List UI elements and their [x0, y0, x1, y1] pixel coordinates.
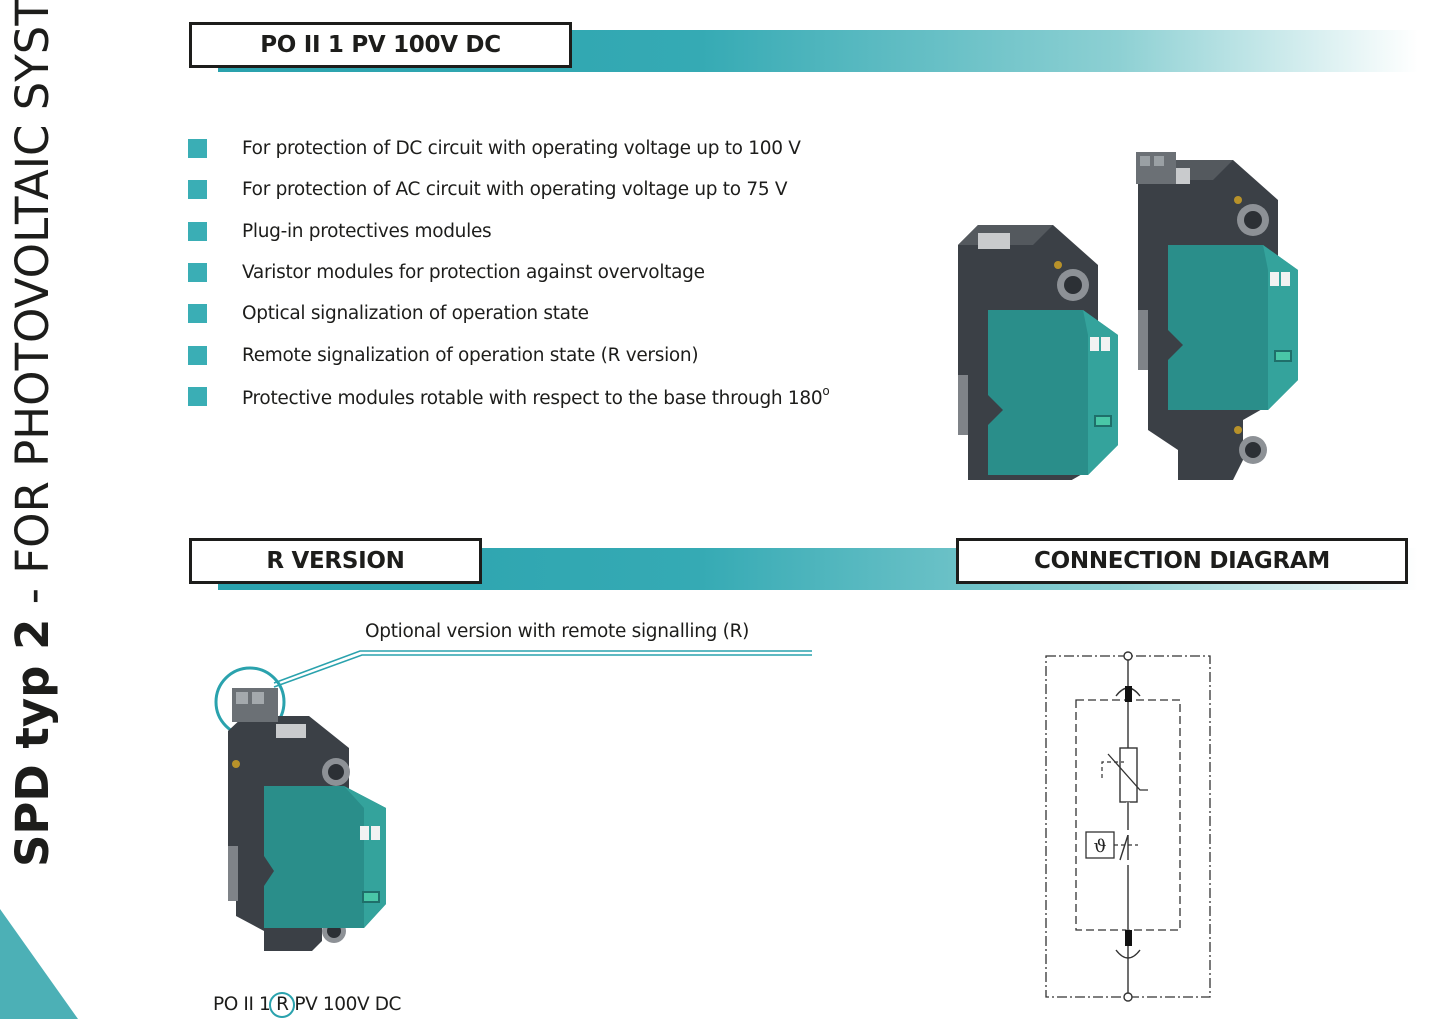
feature-item: Varistor modules for protection against … — [188, 252, 829, 293]
bullet-square-icon — [188, 221, 207, 241]
connection-diagram-title-box: CONNECTION DIAGRAM — [956, 538, 1408, 584]
side-title: SPD typ 2 - FOR PHOTOVOLTAIC SYSTEM — [6, 0, 59, 867]
connection-diagram: ϑ — [1045, 651, 1211, 1002]
thermal-symbol: ϑ — [1094, 836, 1107, 857]
feature-item: For protection of AC circuit with operat… — [188, 169, 829, 210]
connection-diagram-title: CONNECTION DIAGRAM — [1034, 548, 1330, 574]
feature-item: Plug-in protectives modules — [188, 211, 829, 252]
product-title: PO II 1 PV 100V DC — [260, 32, 501, 58]
degree-symbol: o — [822, 383, 830, 398]
leader-line — [214, 650, 812, 735]
r-version-title-box: R VERSION — [189, 538, 482, 584]
bullet-square-icon — [188, 345, 207, 365]
bullet-square-icon — [188, 263, 207, 283]
product-images — [958, 152, 1298, 480]
feature-item: For protection of DC circuit with operat… — [188, 128, 829, 169]
r-version-device-image — [228, 688, 386, 951]
feature-item: Optical signalization of operation state — [188, 293, 829, 334]
feature-item: Protective modules rotable with respect … — [188, 376, 830, 417]
corner-accent — [0, 909, 78, 1019]
bullet-square-icon — [188, 139, 207, 159]
bullet-square-icon — [188, 304, 207, 324]
product-title-box: PO II 1 PV 100V DC — [189, 22, 572, 68]
r-version-title: R VERSION — [266, 548, 405, 574]
optional-version-note: Optional version with remote signalling … — [365, 621, 750, 642]
r-highlight-circle: R — [269, 992, 296, 1018]
features-list: For protection of DC circuit with operat… — [188, 128, 830, 417]
bullet-square-icon — [188, 180, 207, 200]
feature-item: Remote signalization of operation state … — [188, 334, 829, 375]
bullet-square-icon — [188, 386, 207, 406]
